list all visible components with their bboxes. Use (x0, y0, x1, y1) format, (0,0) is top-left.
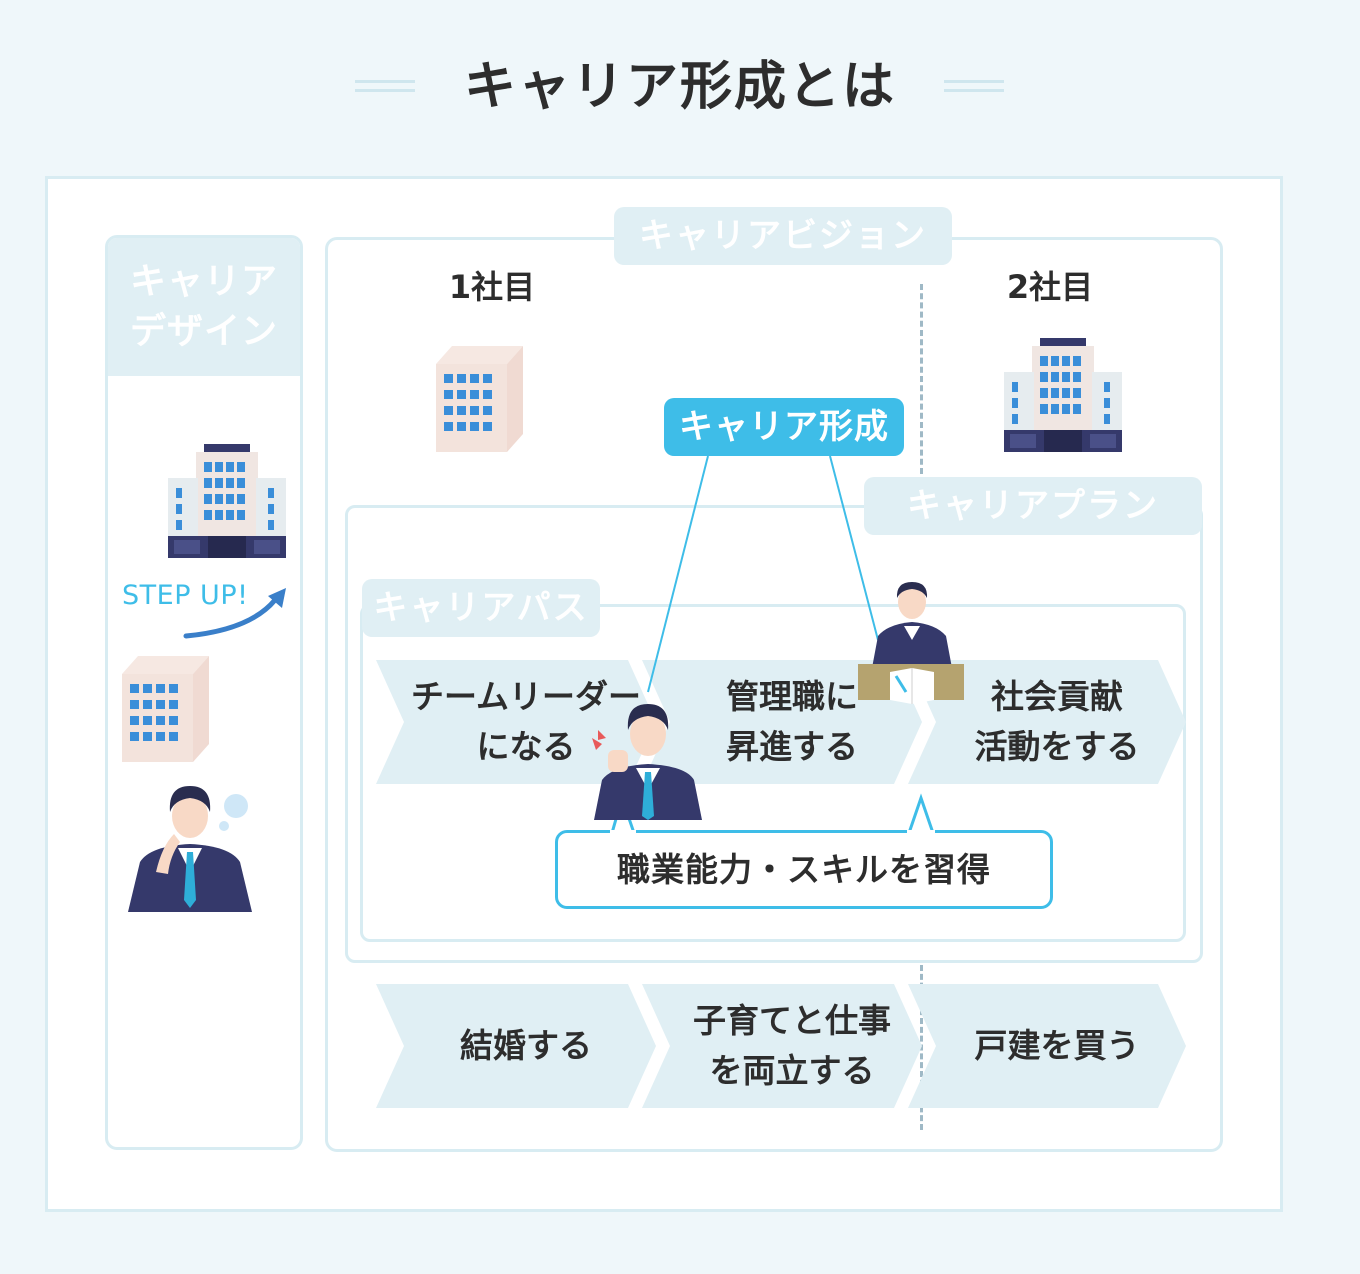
career-design-header: キャリア デザイン (108, 238, 300, 376)
title-decoration-left (355, 80, 415, 92)
small-building-icon-company1 (436, 346, 523, 452)
page-title: キャリア形成とは (463, 57, 896, 117)
company-divider-top (920, 284, 923, 474)
small-building-icon-left (122, 656, 209, 762)
career-path-tag: キャリアパス (362, 579, 600, 637)
career-vision-tag: キャリアビジョン (614, 207, 952, 265)
company-2-label: 2社目 (1006, 268, 1094, 306)
desk-worker-icon (858, 582, 964, 704)
career-formation-badge: キャリア形成 (664, 398, 904, 456)
skill-acquisition-box: 職業能力・スキルを習得 (555, 830, 1053, 909)
life-step-house: 戸建を買う (908, 984, 1186, 1108)
step-up-label: STEP UP! (122, 580, 249, 611)
career-design-label-line2: デザイン (129, 311, 278, 352)
large-building-icon-company2 (1004, 338, 1122, 452)
career-plan-tag: キャリアプラン (864, 477, 1202, 535)
life-step-childcare: 子育てと仕事 を両立する (642, 984, 922, 1108)
large-building-icon-left (168, 444, 286, 558)
career-design-label-line1: キャリア (129, 261, 278, 302)
motivated-person-icon (592, 704, 702, 820)
life-step-marriage: 結婚する (376, 984, 656, 1108)
title-decoration-right (944, 80, 1004, 92)
path-step-manager: 管理職に 昇進する (642, 660, 922, 784)
company-divider-bottom (920, 965, 923, 1130)
title-area: キャリア形成とは (0, 52, 1360, 122)
thinking-person-icon (128, 786, 252, 912)
company-1-label: 1社目 (448, 268, 536, 306)
